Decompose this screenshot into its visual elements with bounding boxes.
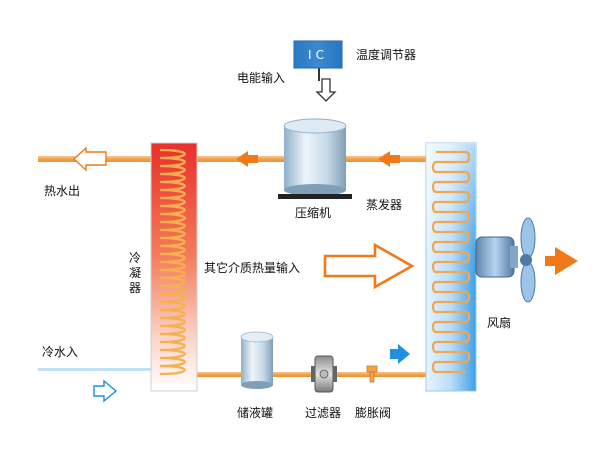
flow-arrow-evaporator-out-icon	[378, 151, 400, 167]
condenser-body	[150, 142, 198, 392]
receiver-tank	[240, 331, 274, 389]
receiver-tank-label: 储液罐	[237, 405, 273, 420]
expansion-valve-label: 膨胀阀	[355, 406, 391, 420]
cold-water-in-label: 冷水入	[42, 345, 78, 359]
airflow-arrow-icon	[545, 247, 578, 275]
expansion-valve	[366, 365, 378, 383]
thermostat-ic	[293, 40, 343, 69]
evaporator-label: 蒸发器	[366, 197, 402, 212]
condenser	[150, 142, 198, 392]
filter-label: 过滤器	[305, 406, 341, 420]
power-input-label: 电能输入	[237, 70, 285, 85]
condenser-label: 冷凝器	[129, 251, 141, 295]
fan-motor	[475, 236, 515, 278]
condenser-coil	[159, 148, 186, 376]
signal-line	[318, 67, 320, 81]
evaporator-coil	[431, 150, 471, 374]
evaporator	[425, 142, 477, 392]
bottom-pipe	[170, 372, 440, 377]
fan	[475, 217, 536, 303]
ic-chip-label: IC	[308, 48, 328, 62]
hot-water-out-arrow-icon	[72, 146, 107, 172]
compressor-label: 压缩机	[295, 205, 331, 220]
fan-blade-bottom	[520, 261, 536, 303]
compressor	[278, 118, 352, 199]
refrigerant-pipes	[38, 67, 448, 377]
flow-arrow-compressor-out-icon	[236, 151, 258, 167]
heat-input-arrow-icon	[323, 242, 415, 290]
heat-input-label: 其它介质热量输入	[204, 260, 300, 275]
hot-water-out-label: 热水出	[44, 184, 80, 198]
filter	[311, 355, 337, 393]
power-down-arrow-icon	[315, 78, 337, 102]
flow-arrow-blue-icon	[390, 344, 410, 364]
fan-blade-top	[520, 217, 536, 259]
compressor-base	[278, 194, 352, 199]
fan-label: 风扇	[487, 315, 511, 330]
thermostat-label: 温度调节器	[356, 47, 416, 62]
cold-water-pipe	[38, 368, 168, 371]
cold-water-in-arrow-icon	[93, 379, 118, 403]
